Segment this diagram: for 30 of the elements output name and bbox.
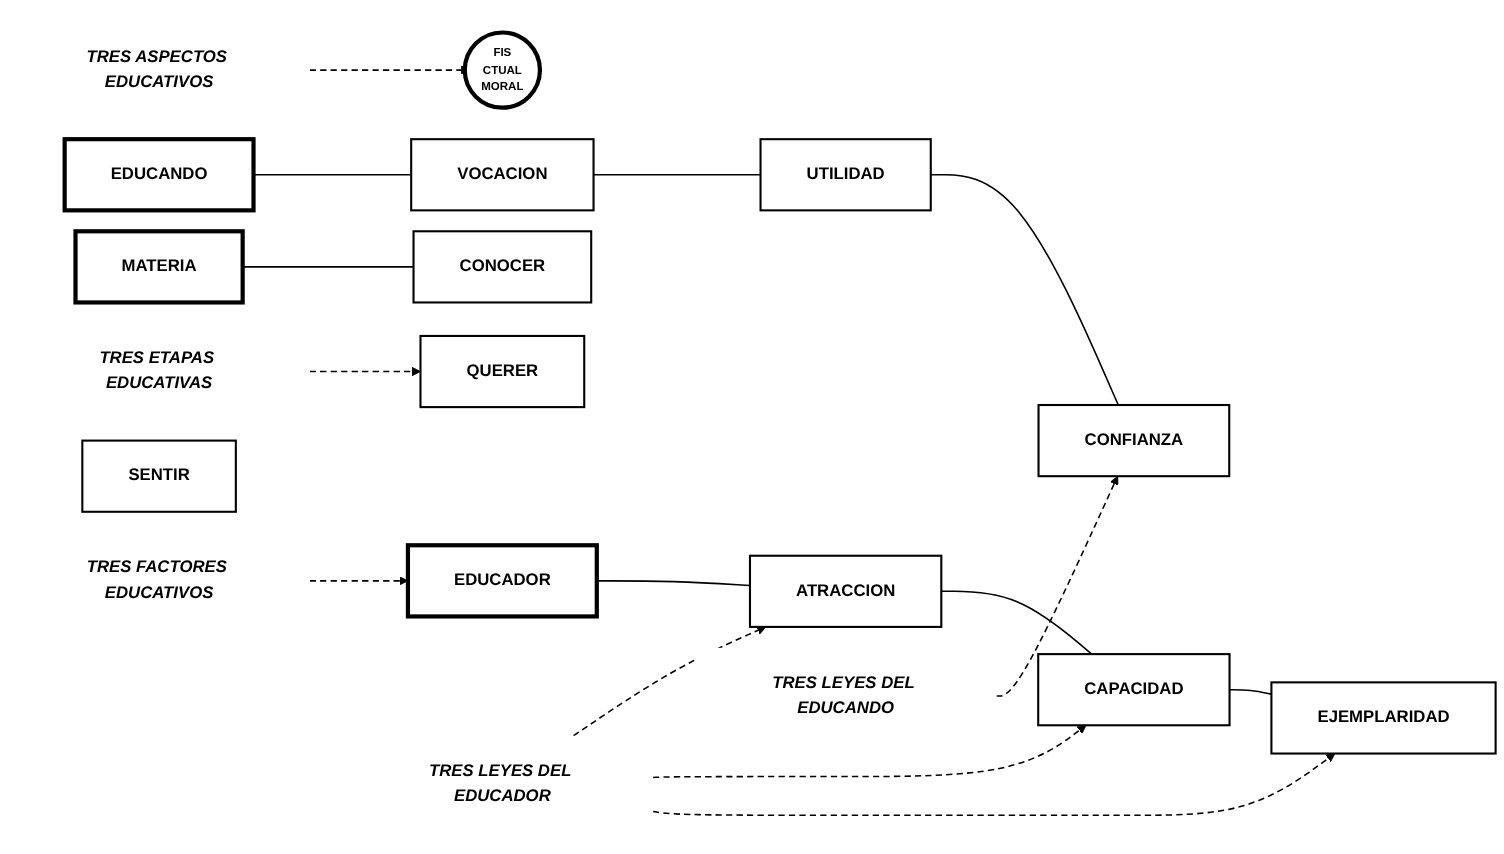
- node-box: ATRACCION: [748, 554, 943, 628]
- arrow: [572, 626, 767, 737]
- connector: [929, 174, 1120, 406]
- connector: [1228, 688, 1273, 695]
- node-text: TRES ASPECTOS EDUCATIVOS: [86, 48, 227, 92]
- node-box: EJEMPLARIDAD: [1270, 681, 1497, 755]
- connector: [252, 174, 412, 176]
- arrow: [309, 576, 409, 586]
- connector: [596, 580, 751, 587]
- node-box: VOCACION: [410, 138, 595, 212]
- node-box: QUERER: [419, 334, 586, 409]
- connector: [241, 266, 415, 268]
- node-text: TRES ETAPAS EDUCATIVAS: [99, 349, 215, 393]
- node-box: CAPACIDAD: [1037, 653, 1231, 727]
- connector: [592, 174, 762, 176]
- node-box: SENTIR: [81, 439, 237, 513]
- node-text: TRES FACTORES EDUCATIVOS: [86, 558, 227, 602]
- arrow: [652, 724, 1087, 779]
- node-box: EDUCADOR: [405, 543, 599, 619]
- connector: [940, 590, 1093, 655]
- node-text: TRES LEYES DEL EDUCANDO: [772, 674, 915, 717]
- arrow: [652, 753, 1336, 817]
- arrow: [309, 366, 421, 377]
- node-box: EDUCANDO: [62, 137, 256, 213]
- node-box: CONFIANZA: [1037, 403, 1231, 478]
- arrow: [995, 475, 1119, 697]
- node-text: TRES LEYES DEL EDUCADOR: [429, 761, 572, 805]
- node-box: UTILIDAD: [759, 138, 932, 212]
- node-box: MATERIA: [73, 229, 245, 305]
- node-box: CONOCER: [412, 230, 593, 304]
